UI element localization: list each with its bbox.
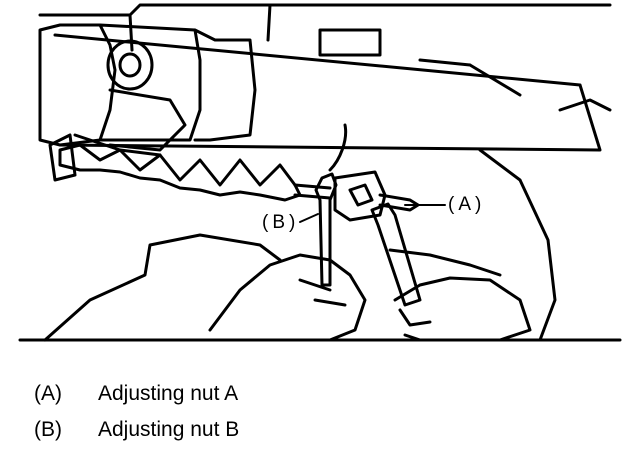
callout-b: (B)	[262, 212, 300, 233]
legend: (A) Adjusting nut A (B) Adjusting nut B	[34, 382, 239, 454]
right-hand	[393, 276, 532, 342]
body-outline-right	[478, 98, 612, 342]
callout-a: (A)	[448, 194, 486, 215]
joint-bearing	[106, 39, 154, 91]
shaft-housing	[53, 33, 602, 152]
rubber-boot	[58, 143, 302, 202]
line-drawing	[18, 3, 622, 342]
legend-label: Adjusting nut B	[98, 418, 240, 441]
leader-line-b	[299, 213, 319, 223]
legend-label: Adjusting nut A	[98, 382, 239, 405]
wrench-a	[370, 202, 422, 307]
boot-end	[48, 133, 77, 182]
legend-item: (B) Adjusting nut B	[34, 418, 239, 454]
joint-bearing-inner	[118, 52, 142, 78]
left-hand	[208, 253, 367, 342]
body-outline-top	[38, 3, 612, 97]
floor-outline	[18, 233, 622, 342]
nut-assembly	[333, 170, 387, 222]
legend-key: (B)	[34, 418, 62, 441]
legend-key: (A)	[34, 382, 62, 405]
bracket	[328, 123, 348, 172]
illustration: (A) (B)	[18, 3, 622, 342]
legend-item: (A) Adjusting nut A	[34, 382, 239, 418]
wrench-b	[314, 172, 338, 287]
